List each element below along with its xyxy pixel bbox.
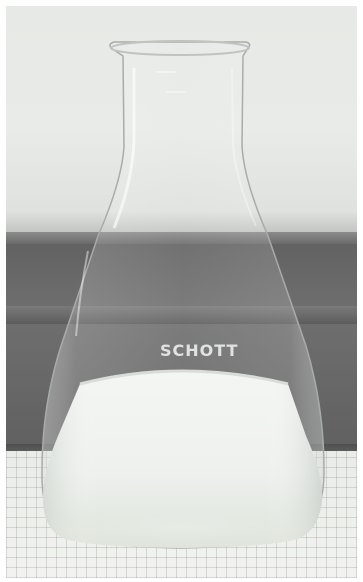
glass-reflection-lower-left [75, 250, 89, 337]
photo: SCHOTT [6, 6, 357, 578]
flask-rim [110, 40, 250, 56]
glass-highlight-left [112, 68, 136, 229]
liquid-bottom-band [47, 506, 319, 548]
glass-highlight-right [231, 67, 257, 227]
liquid-surface [79, 369, 289, 386]
flask-brand-logo: SCHOTT [160, 341, 238, 360]
liquid-edge-shade [42, 371, 323, 548]
erlenmeyer-flask: SCHOTT [41, 40, 325, 549]
